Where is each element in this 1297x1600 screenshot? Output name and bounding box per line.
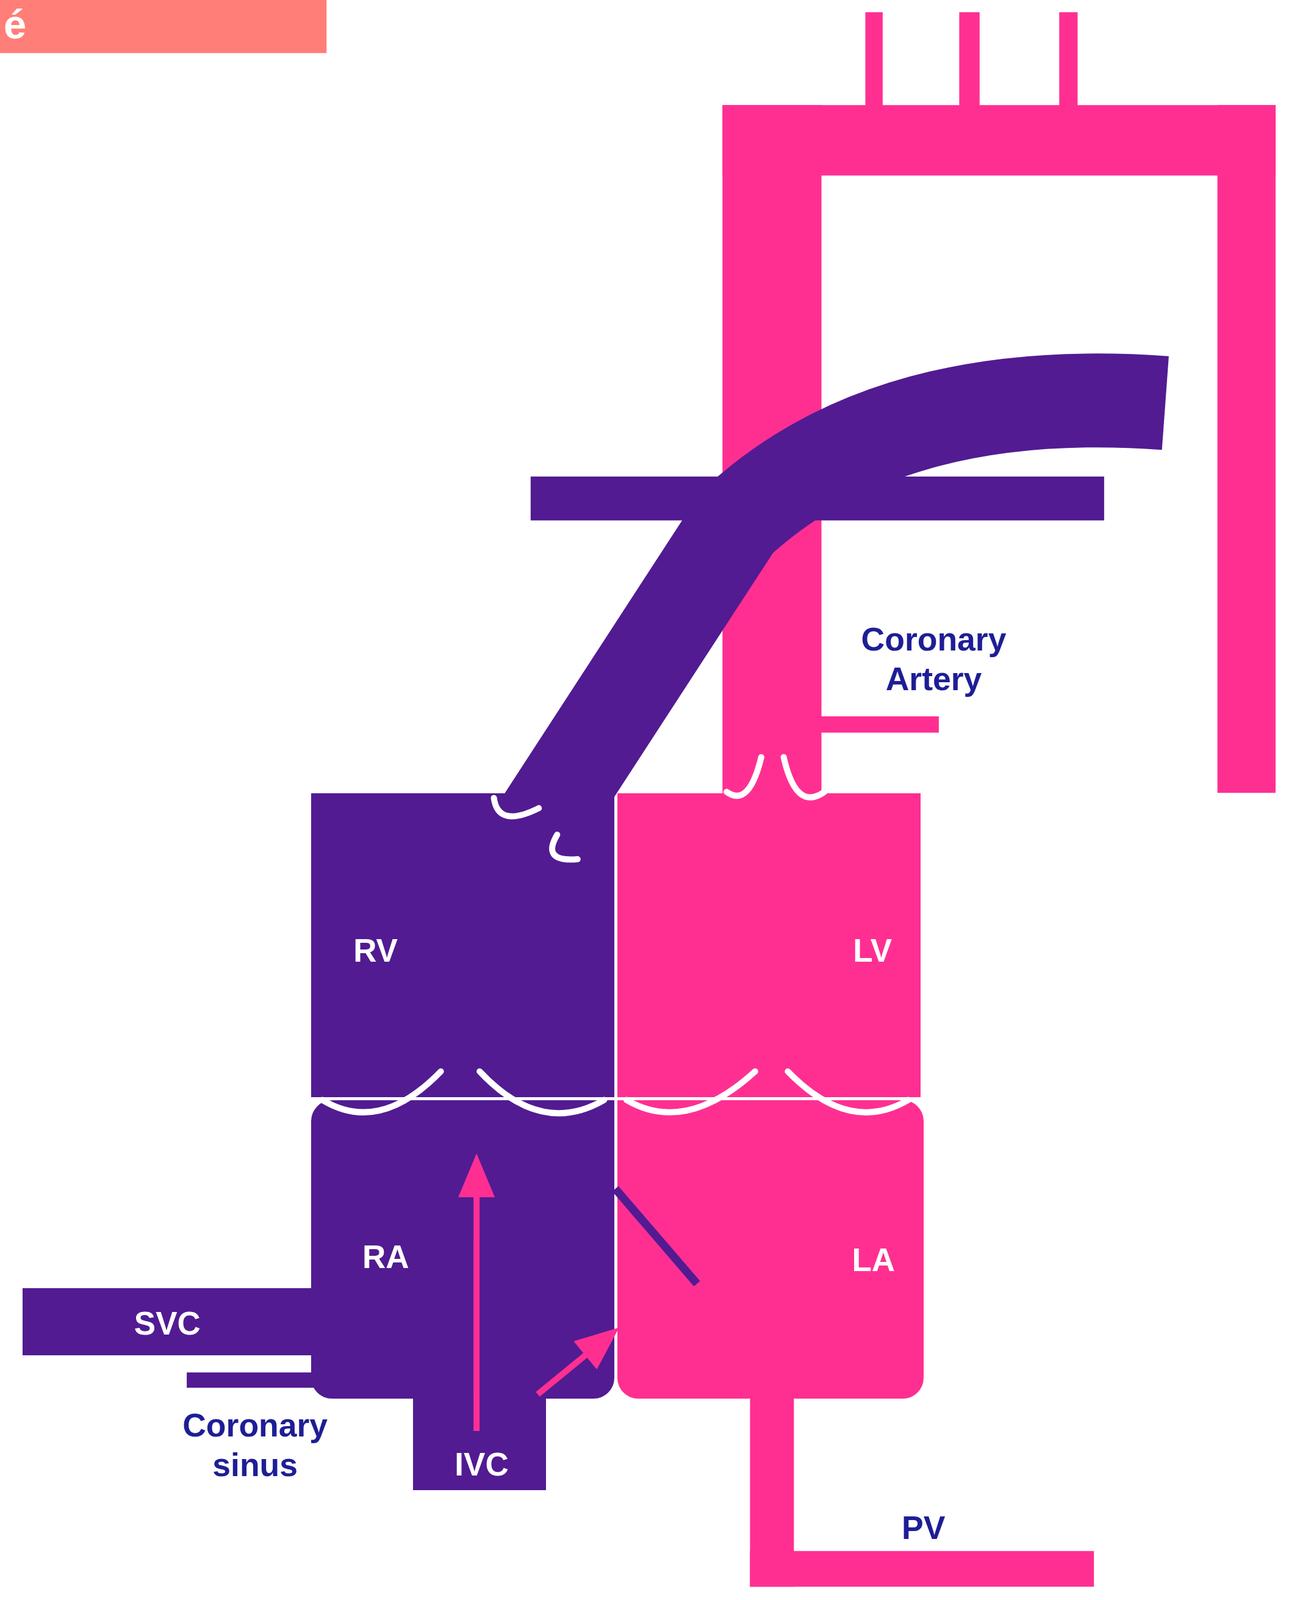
coronary-artery-vessel — [819, 716, 939, 733]
pulmonary-valve — [552, 834, 578, 860]
chamber-label: IVC — [454, 1445, 509, 1484]
aortic-valve — [783, 757, 825, 798]
chamber-label: RV — [353, 932, 398, 970]
label-holder: PV — [901, 1508, 945, 1548]
mitral-valve — [626, 1071, 756, 1113]
chamber-label: LA — [851, 1241, 895, 1279]
chamber-label: SVC — [134, 1304, 201, 1343]
header-bar — [0, 0, 327, 54]
label-holder: Coronary Artery — [833, 619, 1035, 698]
chamber-label: LV — [852, 932, 892, 970]
atrium-chamber: LA — [617, 1099, 924, 1398]
flow-arrow — [537, 1350, 591, 1395]
tricuspid-valve — [479, 1071, 604, 1113]
arch-branch — [959, 12, 980, 108]
pulmonary-trunk-ductus — [535, 400, 1166, 832]
label-holder: é — [3, 0, 27, 49]
label-holder: Coronary sinus — [154, 1405, 356, 1484]
vena-cava: IVC — [413, 1398, 546, 1491]
flow-arrow — [473, 1189, 480, 1431]
coronary-sinus-vessel — [186, 1372, 320, 1388]
chamber-label: RA — [362, 1238, 410, 1276]
header-fragment: é — [3, 0, 27, 49]
ventricle-chamber: LV — [617, 793, 921, 1097]
pulmonary-vein — [749, 1550, 1094, 1587]
tricuspid-valve — [322, 1071, 442, 1113]
mitral-valve — [787, 1071, 908, 1113]
descending-aorta — [1217, 104, 1276, 793]
vessel-label: Coronary sinus — [154, 1405, 356, 1484]
vessel-label: PV — [901, 1508, 945, 1548]
atrium-chamber: RA — [311, 1099, 615, 1398]
foramen-flap — [615, 1188, 698, 1284]
arch-branch — [865, 12, 883, 108]
pulmonary-valve — [494, 797, 540, 817]
vessel-label: Coronary Artery — [833, 619, 1035, 698]
arch-branch — [1059, 12, 1078, 108]
aortic-valve — [726, 757, 762, 796]
ventricle-chamber: RV — [311, 793, 615, 1097]
vena-cava: SVC — [22, 1287, 312, 1355]
